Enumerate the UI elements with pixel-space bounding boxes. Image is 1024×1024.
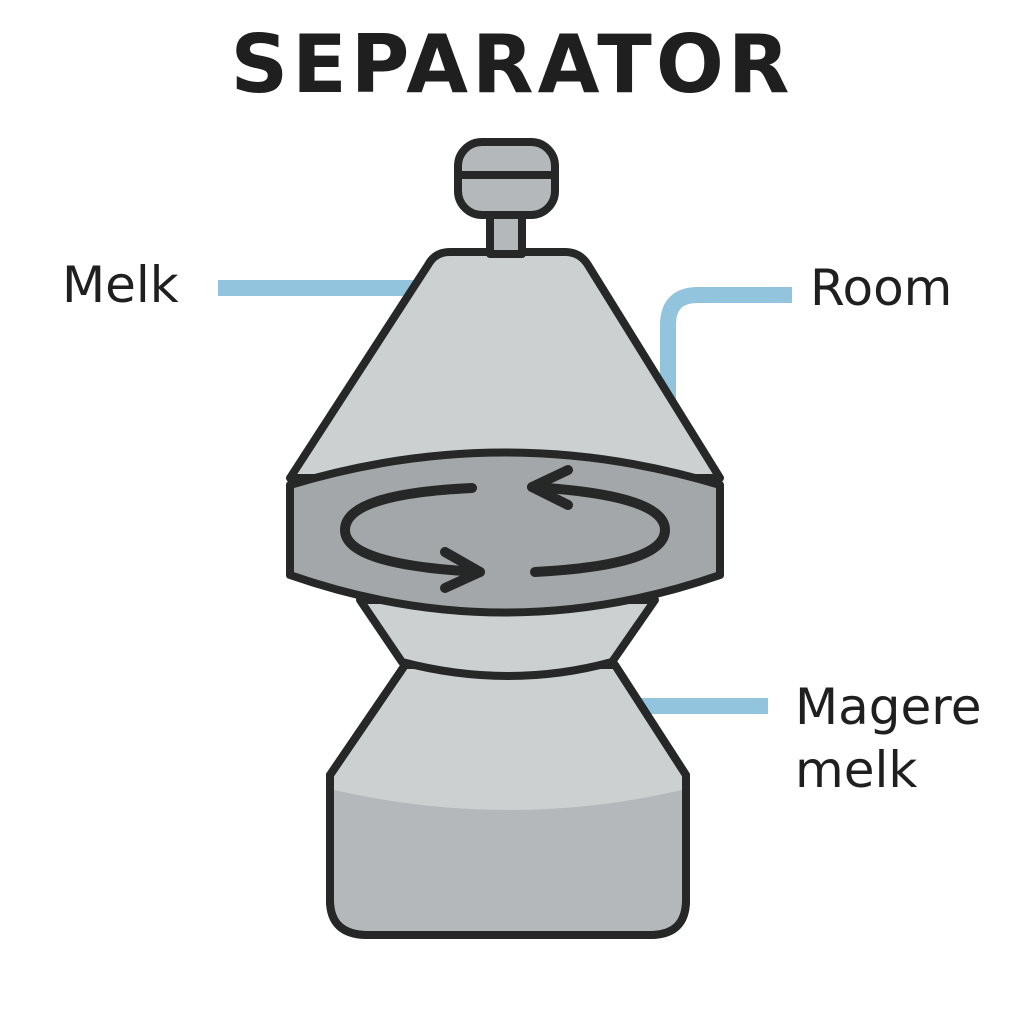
label-melk: Melk <box>62 256 179 314</box>
rotating-bowl <box>286 448 724 617</box>
diagram-title: SEPARATOR <box>230 18 794 111</box>
label-room: Room <box>810 259 953 317</box>
label-melk-skim: melk <box>795 741 918 799</box>
cream-outlet-pipe <box>660 287 792 415</box>
neck <box>356 596 659 680</box>
rotation-arrows-icon <box>340 465 670 593</box>
top-cone <box>286 248 724 482</box>
label-magere: Magere <box>795 678 982 736</box>
base-lower-shading <box>334 790 682 931</box>
